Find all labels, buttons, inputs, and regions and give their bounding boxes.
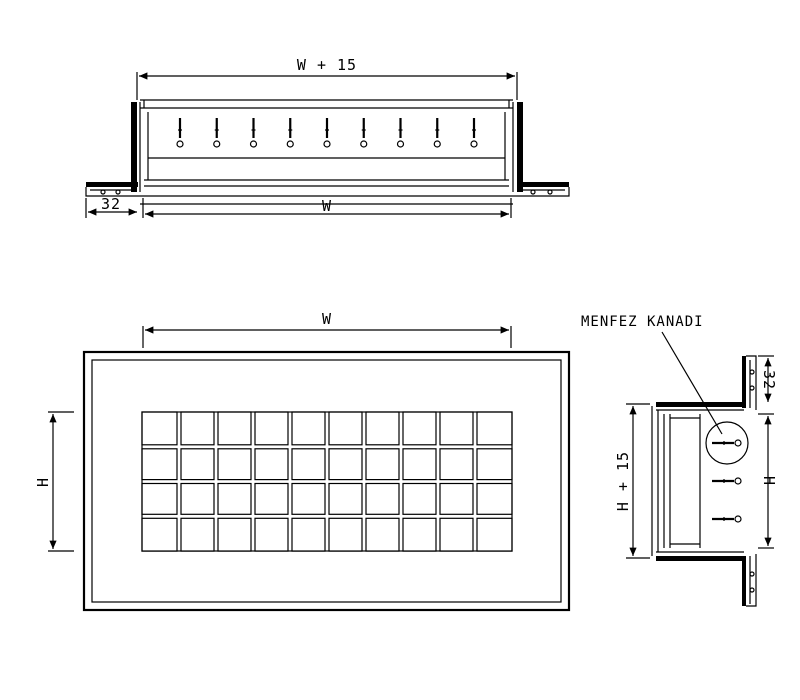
top-view-blades bbox=[176, 118, 478, 148]
blade bbox=[249, 118, 258, 148]
blade bbox=[286, 118, 294, 148]
grid-cell bbox=[476, 448, 513, 481]
dim-front-width: W bbox=[142, 310, 512, 348]
blade bbox=[433, 118, 441, 148]
dim-inner-width-label: W bbox=[322, 197, 332, 215]
damper-leader-line bbox=[661, 331, 723, 435]
blade bbox=[396, 118, 405, 148]
side-flange-bottom bbox=[742, 554, 757, 607]
grid-cell bbox=[180, 448, 215, 481]
dim-front-height: H bbox=[34, 411, 74, 552]
dim-inner-width: W bbox=[142, 197, 512, 218]
side-flange-top bbox=[742, 355, 757, 410]
grid-cell bbox=[476, 482, 513, 515]
grid-cell bbox=[402, 517, 437, 552]
grid-cell bbox=[439, 517, 474, 552]
grid-cell bbox=[365, 517, 400, 552]
blade bbox=[712, 439, 742, 447]
grid-cell bbox=[180, 411, 215, 446]
grid-cell bbox=[254, 517, 289, 552]
blade bbox=[176, 118, 184, 148]
grid-cell bbox=[217, 448, 252, 481]
side-view: MENFEZ KANADI bbox=[581, 314, 778, 607]
blade bbox=[323, 118, 331, 148]
grid-cell bbox=[365, 482, 400, 515]
blade bbox=[712, 515, 742, 523]
grid-cell bbox=[328, 482, 363, 515]
grid-cell bbox=[141, 482, 178, 515]
grid-cell bbox=[141, 517, 178, 552]
grid-cell bbox=[180, 482, 215, 515]
dim-side-inner-height-label: H bbox=[760, 476, 778, 486]
grid-cell bbox=[439, 482, 474, 515]
top-view: W + 15 bbox=[85, 56, 570, 218]
blade bbox=[470, 118, 478, 148]
grid-cell bbox=[476, 517, 513, 552]
dim-side-outer-height-label: H + 15 bbox=[614, 451, 632, 511]
dim-side-inner-height: H bbox=[758, 413, 778, 549]
dim-front-height-label: H bbox=[34, 477, 52, 487]
front-inner-frame bbox=[91, 359, 562, 603]
grid-cell bbox=[217, 517, 252, 552]
grid-cell bbox=[476, 411, 513, 446]
blade bbox=[213, 118, 221, 148]
grid-cell bbox=[439, 448, 474, 481]
grid-cell bbox=[291, 482, 326, 515]
dim-top-flange-label: 32 bbox=[101, 195, 121, 213]
grid-cell bbox=[402, 448, 437, 481]
grid-cell bbox=[291, 411, 326, 446]
grid-cell bbox=[328, 448, 363, 481]
grid-cell bbox=[254, 482, 289, 515]
front-outer-frame bbox=[82, 350, 571, 612]
grid-cell bbox=[328, 517, 363, 552]
grid-cell bbox=[217, 482, 252, 515]
grid-cell bbox=[141, 411, 178, 446]
grid-cell bbox=[291, 448, 326, 481]
damper-label: MENFEZ KANADI bbox=[581, 314, 704, 330]
blade bbox=[712, 477, 742, 485]
side-view-blades bbox=[712, 439, 742, 523]
dim-top-flange: 32 bbox=[85, 195, 137, 218]
grid-cell bbox=[365, 411, 400, 446]
grid-cell bbox=[254, 448, 289, 481]
dim-side-outer-height: H + 15 bbox=[614, 403, 650, 559]
grid-cell bbox=[217, 411, 252, 446]
front-grid bbox=[141, 411, 513, 552]
dim-side-flange: 32 bbox=[758, 355, 778, 402]
front-view: W H bbox=[34, 310, 571, 612]
dim-outer-width-label: W + 15 bbox=[297, 56, 357, 74]
top-flange-right bbox=[513, 182, 570, 197]
grid-cell bbox=[291, 517, 326, 552]
grid-cell bbox=[439, 411, 474, 446]
dim-side-flange-label: 32 bbox=[760, 370, 778, 390]
dim-front-width-label: W bbox=[322, 310, 332, 328]
damper-callout-circle bbox=[705, 421, 749, 465]
grid-cell bbox=[328, 411, 363, 446]
dim-outer-width: W + 15 bbox=[136, 56, 518, 100]
top-flange-left bbox=[85, 182, 140, 197]
grid-cell bbox=[180, 517, 215, 552]
grid-cell bbox=[141, 448, 178, 481]
grid-cell bbox=[402, 482, 437, 515]
blade bbox=[360, 118, 368, 148]
grid-cell bbox=[254, 411, 289, 446]
grid-cell bbox=[402, 411, 437, 446]
grid-cell bbox=[365, 448, 400, 481]
